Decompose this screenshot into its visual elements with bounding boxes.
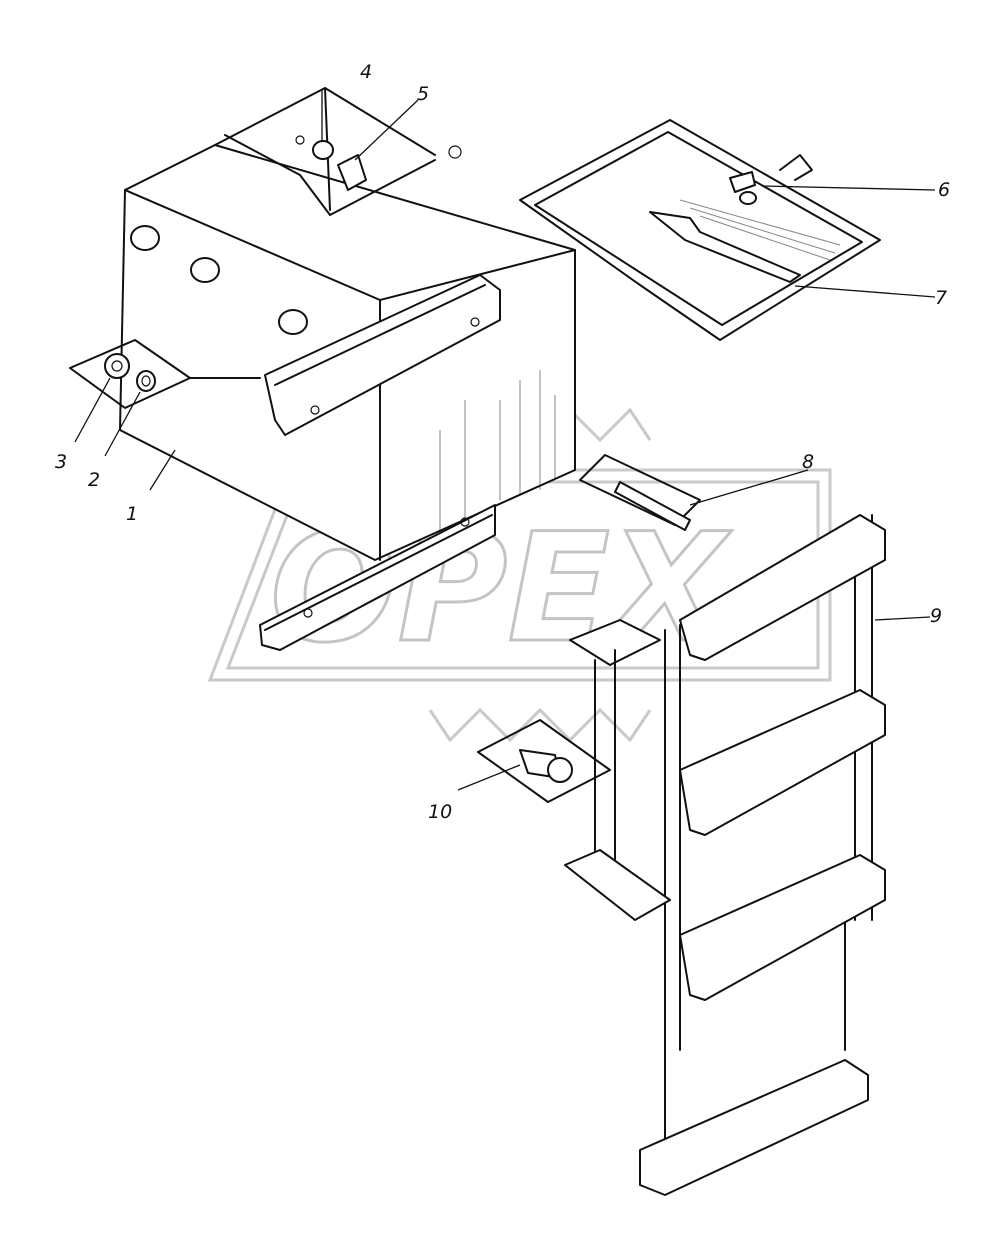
ladder [564, 514, 886, 1196]
battery-box [119, 87, 576, 651]
callout-8: 8 [802, 451, 814, 473]
callout-9: 9 [930, 605, 942, 627]
pin [579, 454, 701, 531]
callout-5: 5 [417, 83, 429, 105]
callout-3: 3 [55, 451, 67, 473]
callout-2: 2 [88, 469, 100, 491]
callout-1: 1 [126, 503, 138, 525]
callout-labels: 1 2 3 4 5 6 7 8 9 10 [55, 61, 950, 823]
top-bolt [295, 135, 462, 191]
callout-10: 10 [428, 801, 452, 823]
callout-4: 4 [360, 61, 372, 83]
bolt [477, 719, 611, 803]
callout-7: 7 [935, 287, 947, 309]
nut-and-washer [69, 339, 261, 409]
battery-lid [519, 119, 881, 341]
callout-6: 6 [938, 179, 950, 201]
leader-lines [74, 90, 936, 791]
